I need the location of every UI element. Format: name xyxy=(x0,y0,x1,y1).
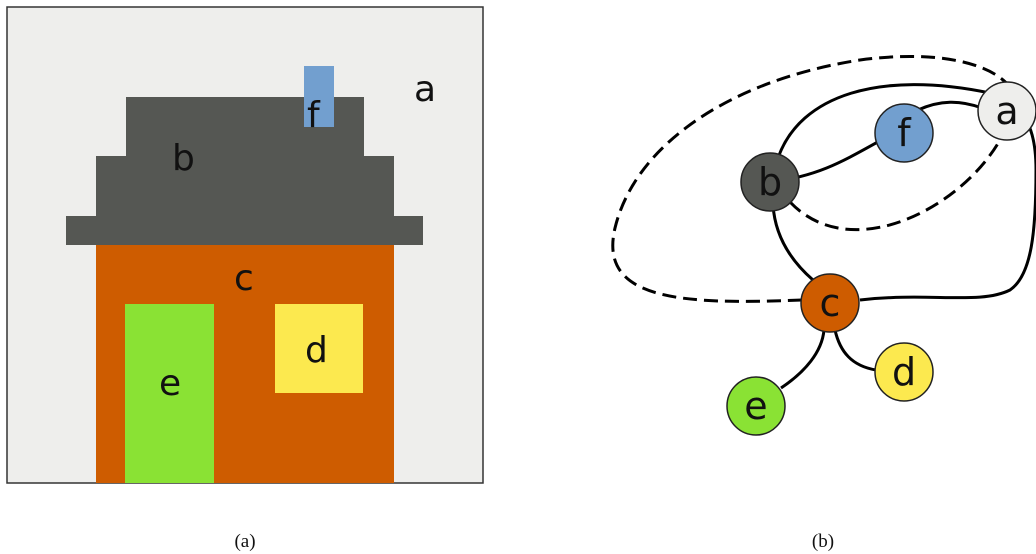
region-label-a: a xyxy=(414,69,436,110)
region-f-chimney xyxy=(304,66,334,127)
region-b-roof xyxy=(66,97,423,245)
region-label-f: f xyxy=(307,95,321,136)
caption-b: (b) xyxy=(812,531,834,552)
edge-b-a-solid xyxy=(776,83,991,159)
node-label-a: a xyxy=(995,89,1018,133)
edge-c-a-solid xyxy=(859,114,1036,302)
node-label-e: e xyxy=(744,384,767,428)
region-d-window xyxy=(275,304,363,393)
region-label-e: e xyxy=(159,363,181,404)
region-label-d: d xyxy=(305,330,328,371)
graph-node-b: b xyxy=(740,152,800,212)
panel-b: a b c d e f (b) xyxy=(611,54,1036,552)
graph-node-a: a xyxy=(977,81,1036,141)
caption-a: (a) xyxy=(234,531,255,552)
graph-node-f: f xyxy=(874,103,934,163)
region-e-door xyxy=(125,304,214,483)
graph-node-e: e xyxy=(726,376,786,436)
node-label-b: b xyxy=(758,160,782,204)
edge-f-a xyxy=(917,100,983,112)
node-label-d: d xyxy=(892,350,916,394)
edge-b-c xyxy=(771,204,814,282)
node-label-f: f xyxy=(897,111,912,155)
graph-node-c: c xyxy=(800,273,860,333)
region-label-c: c xyxy=(234,258,254,299)
edge-c-d xyxy=(833,329,877,372)
edge-c-e xyxy=(780,329,826,390)
edge-c-a-dashed xyxy=(611,54,1012,303)
graph-node-d: d xyxy=(874,342,934,402)
panel-a: a b c d e f (a) xyxy=(6,6,484,552)
edge-b-a-dashed xyxy=(788,139,1002,231)
node-label-c: c xyxy=(820,281,841,325)
region-label-b: b xyxy=(172,138,195,179)
